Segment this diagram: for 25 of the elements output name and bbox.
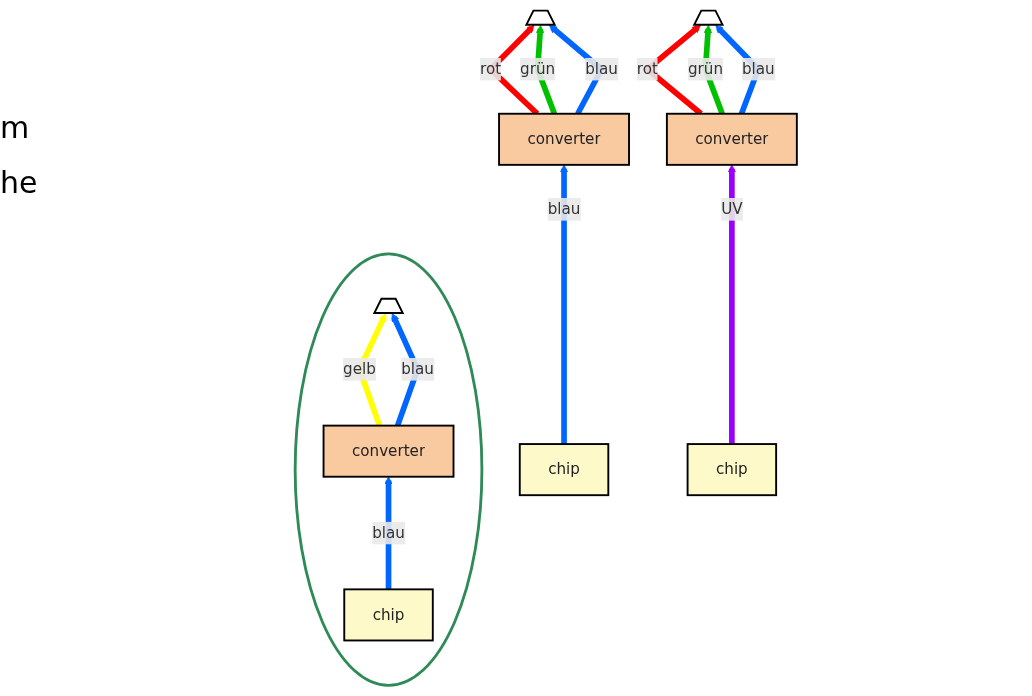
- node-box: converter: [322, 424, 455, 478]
- node-arrow: [372, 297, 405, 314]
- edge-label: grün: [687, 59, 723, 78]
- cluster: [293, 252, 484, 687]
- edge-label: blau: [401, 359, 434, 378]
- arrow: [727, 164, 737, 445]
- node-arrow: [692, 9, 725, 26]
- edge-label: UV: [721, 199, 743, 218]
- node-box: chip: [686, 443, 778, 497]
- edge-label: gelb: [343, 359, 376, 378]
- edge-label: blau: [547, 199, 581, 218]
- node-box: converter: [665, 112, 798, 166]
- edge-label: blau: [741, 59, 775, 78]
- edge-label: blau: [585, 59, 618, 78]
- edge-label: grün: [520, 59, 556, 78]
- edge-label: rot: [636, 59, 658, 78]
- node-box: chip: [518, 443, 610, 497]
- node-box: chip: [343, 588, 434, 642]
- note-text: he: [0, 165, 39, 200]
- edge-label: blau: [372, 523, 405, 542]
- arrow: [559, 164, 569, 445]
- note-text: m: [0, 110, 31, 145]
- node-box: converter: [498, 112, 630, 166]
- edge-label: rot: [480, 59, 502, 78]
- node-arrow: [524, 9, 557, 26]
